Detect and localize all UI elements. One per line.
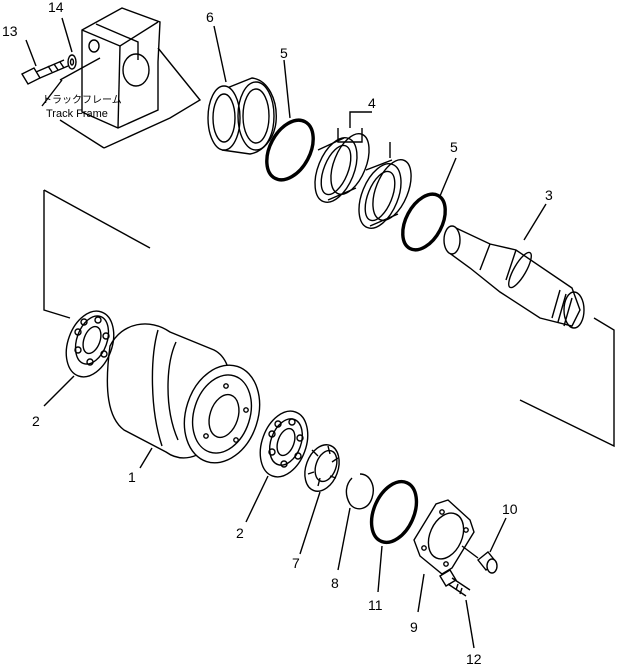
track-frame-label-jp: トラックフレーム [42,94,122,106]
label-2-right: 2 [236,525,244,541]
nut-7 [304,444,340,492]
label-5-upper: 5 [280,45,288,61]
bearing-2-right [259,410,309,478]
label-12: 12 [466,651,482,665]
bolt-12 [439,569,471,597]
cover-9 [413,499,475,575]
label-8: 8 [331,575,339,591]
label-13: 13 [2,23,18,39]
label-6: 6 [206,9,214,25]
label-3: 3 [545,187,553,203]
seal-retainer-6 [207,77,277,155]
callout-leaders [25,17,547,649]
label-2-left: 2 [32,413,40,429]
bearing-2-left [65,310,115,378]
label-5-right: 5 [450,139,458,155]
plug-10 [461,545,498,574]
label-9: 9 [410,619,418,635]
label-7: 7 [292,555,300,571]
roller-1 [106,323,261,464]
label-1: 1 [128,469,136,485]
floating-seal-4 [314,133,412,229]
label-11: 11 [368,597,383,613]
snap-ring-8 [345,473,374,510]
o-ring-5-right [401,192,447,252]
track-frame-bracket [59,7,202,149]
o-ring-11 [369,479,419,545]
assembly-leader-lines [43,189,615,448]
track-frame-label-en: Track Frame [46,108,108,120]
label-10: 10 [502,501,518,517]
label-4: 4 [368,95,376,111]
o-ring-5-upper [265,118,315,182]
shaft-3 [443,225,585,329]
label-14: 14 [48,0,64,15]
washer-14 [67,54,77,70]
bolt-13 [21,59,69,85]
